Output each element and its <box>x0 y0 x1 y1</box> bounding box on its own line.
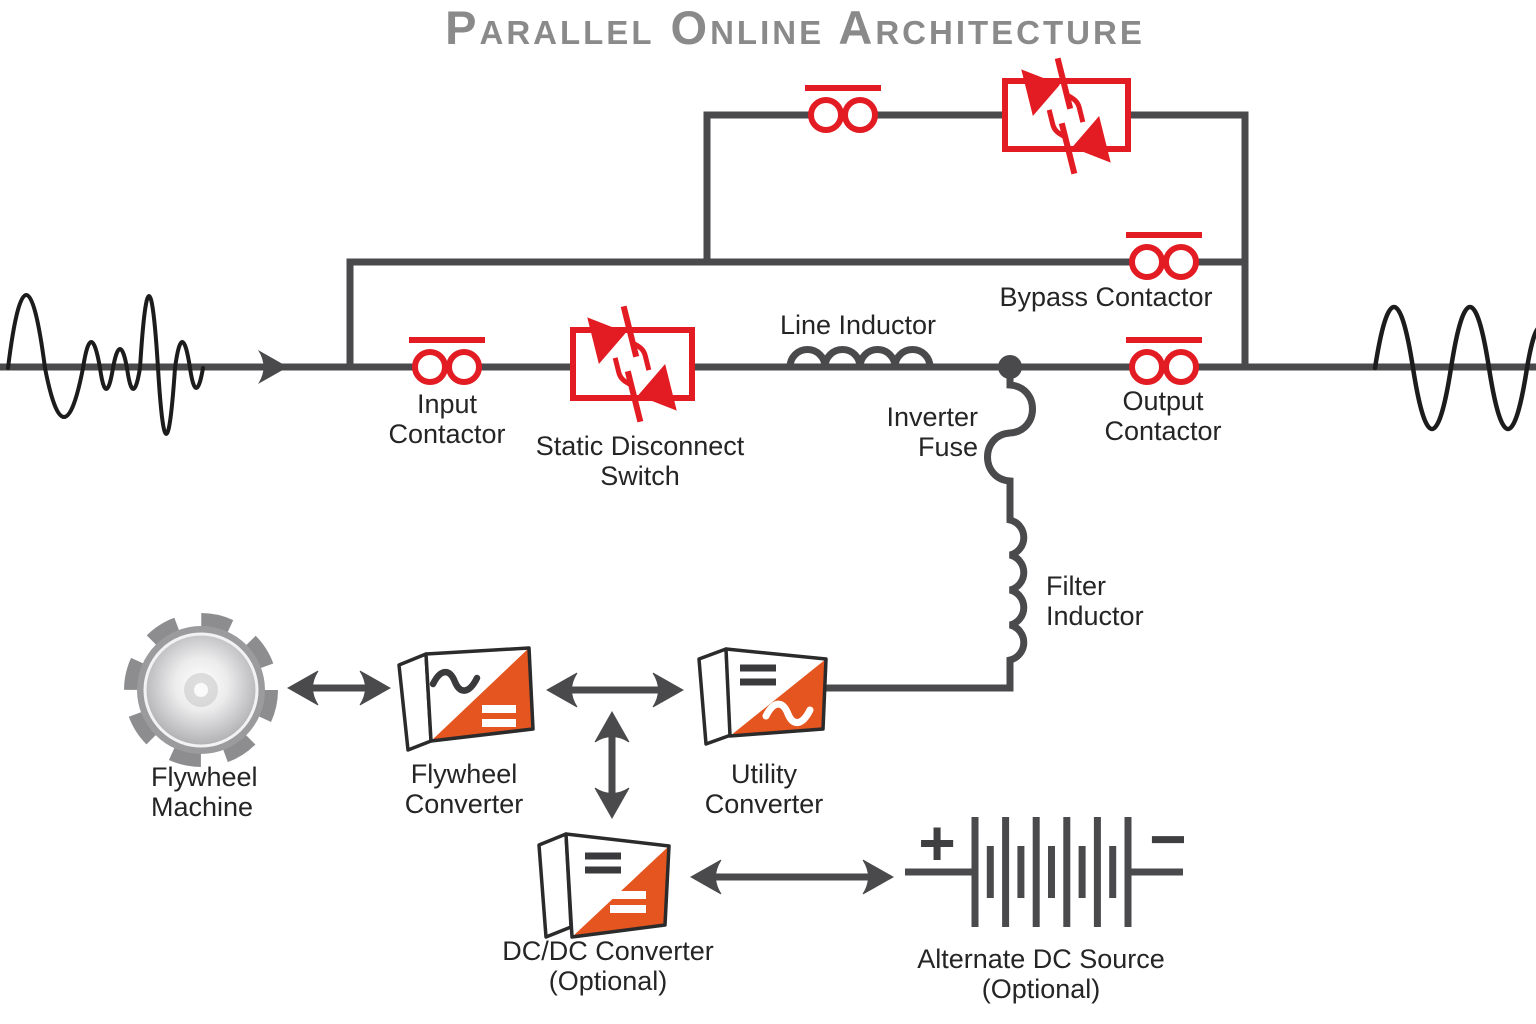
label-filter-inductor: Filter Inductor <box>1046 571 1144 632</box>
dc-symbol <box>585 852 621 874</box>
label-inverter-fuse: Inverter Fuse <box>886 402 978 463</box>
flywheel-to-converter-arrow <box>287 670 391 706</box>
label-input-contactor: Input Contactor <box>388 389 506 450</box>
label-flywheel-converter: Flywheel Converter <box>404 759 524 820</box>
dcdc-to-battery-arrow <box>690 859 894 895</box>
flywheel-machine-icon <box>124 613 278 767</box>
line-inductor-symbol <box>786 346 934 368</box>
dcdc-converter-icon <box>537 832 671 939</box>
ac-symbol <box>429 668 481 694</box>
inverter-fuse-and-filter-inductor-symbol <box>984 371 1036 688</box>
label-flywheel-machine: Flywheel Machine <box>151 762 258 823</box>
ac-symbol <box>762 700 814 726</box>
wires <box>0 111 1536 692</box>
distorted-input-wave <box>6 293 205 436</box>
battery-minus-sign: − <box>1149 803 1187 875</box>
label-bypass-contactor: Bypass Contactor <box>999 282 1213 312</box>
static-bypass-top-line <box>703 111 1249 367</box>
bypass-switch-contactor-symbol <box>805 88 881 130</box>
bypass-branch-line <box>346 258 1245 367</box>
flow-arrows <box>287 670 894 895</box>
dc-symbol <box>610 891 646 913</box>
utility-converter-icon <box>697 647 828 746</box>
output-contactor-symbol <box>1126 340 1202 382</box>
page-title: Parallel Online Architecture <box>445 1 1145 54</box>
static-disconnect-switch-symbol <box>570 304 695 424</box>
battery-icon <box>905 817 1183 927</box>
label-output-contactor: Output Contactor <box>1104 386 1222 447</box>
label-dcdc-converter: DC/DC Converter (Optional) <box>502 936 714 997</box>
label-utility-converter: Utility Converter <box>704 759 824 820</box>
bypass-static-switch-symbol <box>1002 56 1131 176</box>
flywheel-converter-icon <box>397 646 535 752</box>
battery-plus-sign: + <box>918 807 956 879</box>
flywheel-to-utility-arrow <box>546 672 684 708</box>
dc-symbol <box>482 705 516 727</box>
junction-dot <box>998 355 1022 379</box>
utility-output-line <box>826 660 1014 692</box>
label-line-inductor: Line Inductor <box>779 310 937 340</box>
converter-to-dcdc-arrow <box>594 711 630 819</box>
dc-symbol <box>740 664 776 686</box>
input-contactor-symbol <box>409 340 485 382</box>
label-alternate-dc-source: Alternate DC Source (Optional) <box>917 944 1165 1005</box>
clean-output-wave <box>1372 304 1536 432</box>
bypass-contactor-symbol <box>1126 235 1202 277</box>
label-static-disconnect-switch: Static Disconnect Switch <box>535 431 745 492</box>
